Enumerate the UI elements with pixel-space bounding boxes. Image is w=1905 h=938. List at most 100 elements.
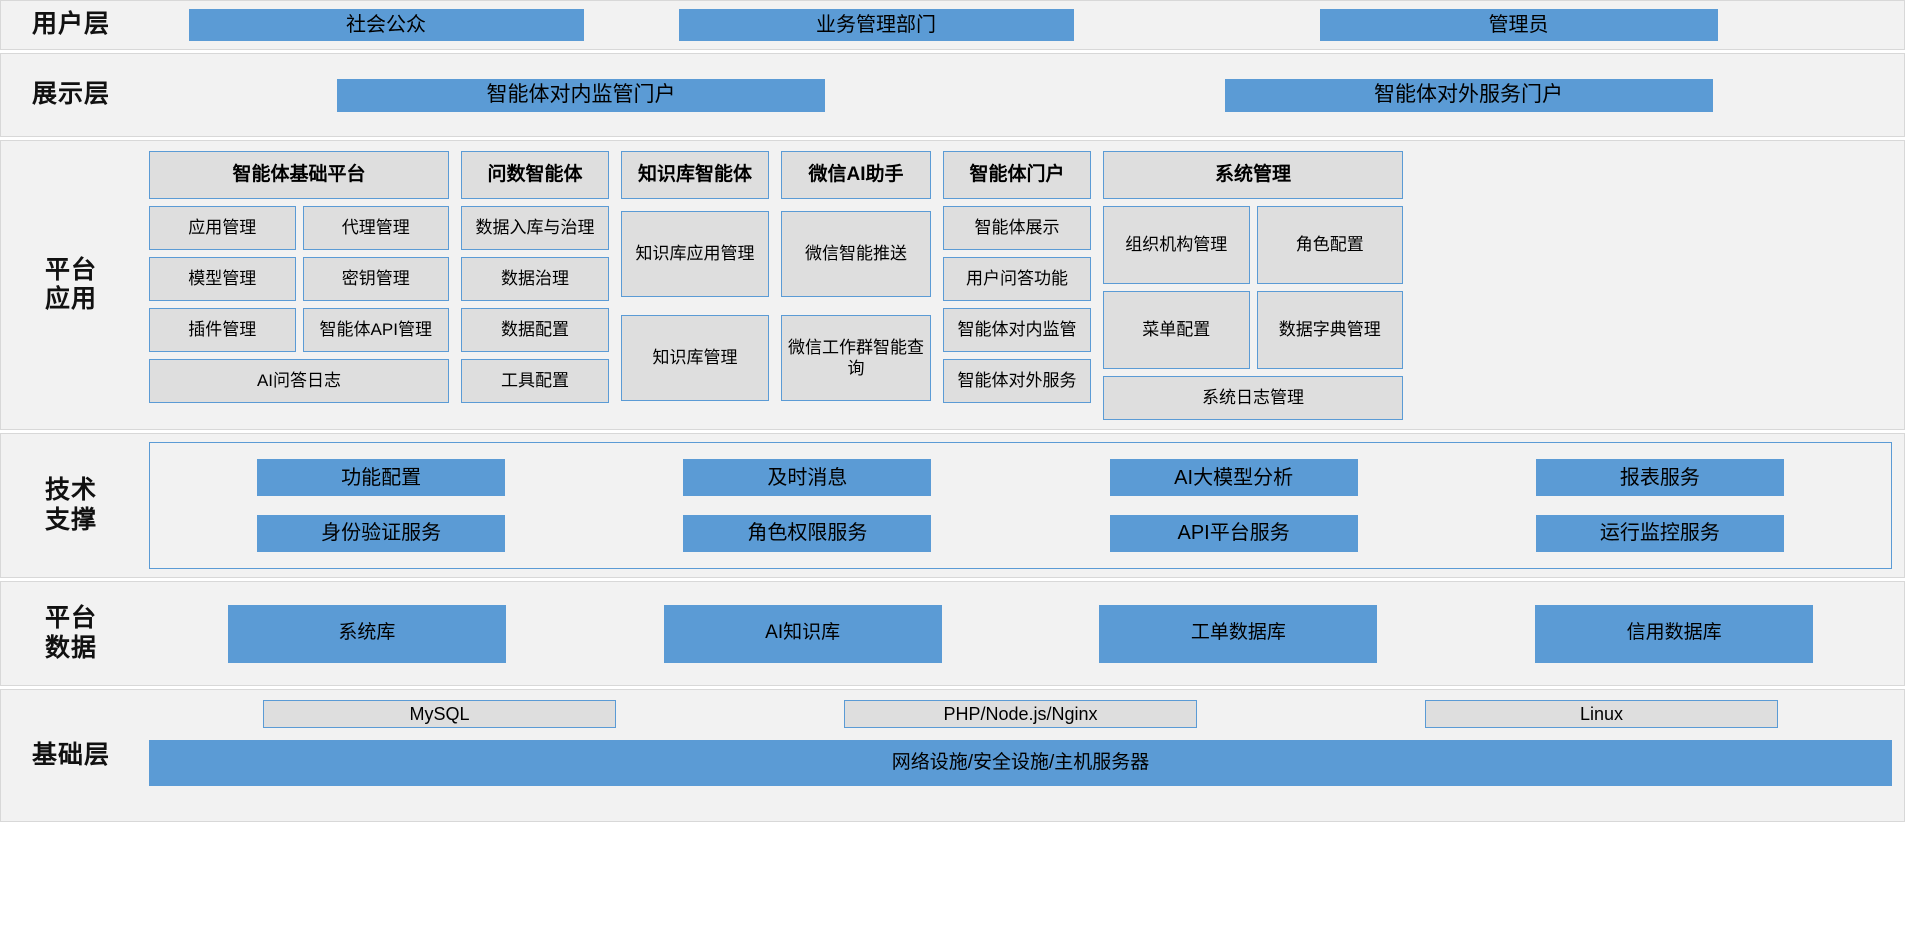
app-column-title-data-query-agent: 问数智能体 <box>461 151 609 199</box>
layer-user: 用户层 社会公众 业务管理部门 管理员 <box>0 0 1905 50</box>
data-cell: 工单数据库 <box>1021 604 1457 663</box>
app-item-model-management[interactable]: 模型管理 <box>149 257 296 301</box>
tech-cell: 报表服务 <box>1447 455 1873 501</box>
user-slot-3: 管理员 <box>1121 9 1904 41</box>
infra-cell: PHP/Node.js/Nginx <box>730 700 1311 728</box>
infrastructure-hardware-row: 网络设施/安全设施/主机服务器 <box>149 740 1892 786</box>
infra-item-php-node-nginx[interactable]: PHP/Node.js/Nginx <box>844 700 1197 728</box>
app-item-wechat-group-smart-query[interactable]: 微信工作群智能查询 <box>781 315 931 401</box>
layer-body-platform-data: 系统库 AI知识库 工单数据库 信用数据库 <box>141 582 1904 685</box>
user-box-public[interactable]: 社会公众 <box>188 9 584 41</box>
tech-item-ai-large-model-analysis[interactable]: AI大模型分析 <box>1109 459 1358 497</box>
infra-cell: Linux <box>1311 700 1892 728</box>
tech-cell: 功能配置 <box>168 455 594 501</box>
tech-item-authentication-service[interactable]: 身份验证服务 <box>257 514 506 552</box>
tech-item-runtime-monitoring-service[interactable]: 运行监控服务 <box>1535 514 1784 552</box>
data-cell: AI知识库 <box>585 604 1021 663</box>
user-box-business-dept[interactable]: 业务管理部门 <box>678 9 1074 41</box>
layer-label-platform-application: 平台 应用 <box>44 255 97 314</box>
data-item-credit-database[interactable]: 信用数据库 <box>1535 604 1814 663</box>
tech-support-row-1: 功能配置 及时消息 AI大模型分析 报表服务 <box>168 455 1873 501</box>
layer-body-infrastructure: MySQL PHP/Node.js/Nginx Linux 网络设施/安全设施/… <box>141 690 1904 821</box>
user-box-admin[interactable]: 管理员 <box>1319 9 1718 41</box>
user-slot-2: 业务管理部门 <box>631 9 1121 41</box>
app-item-kb-management[interactable]: 知识库管理 <box>621 315 769 401</box>
app-row: 插件管理 智能体API管理 <box>149 308 449 352</box>
app-item-agent-showcase[interactable]: 智能体展示 <box>943 206 1091 250</box>
tech-support-row-2: 身份验证服务 角色权限服务 API平台服务 运行监控服务 <box>168 511 1873 557</box>
app-item-user-qa-function[interactable]: 用户问答功能 <box>943 257 1091 301</box>
infra-cell: MySQL <box>149 700 730 728</box>
app-item-menu-configuration[interactable]: 菜单配置 <box>1103 291 1250 369</box>
layer-platform-application: 平台 应用 智能体基础平台 应用管理 代理管理 模型管理 密钥管理 插件管理 智… <box>0 140 1905 430</box>
presentation-box-external-portal[interactable]: 智能体对外服务门户 <box>1224 78 1713 112</box>
infra-item-network-security-host-servers[interactable]: 网络设施/安全设施/主机服务器 <box>149 740 1892 786</box>
layer-label-presentation: 展示层 <box>31 80 110 109</box>
user-slot-1: 社会公众 <box>141 9 631 41</box>
app-column-system-management: 系统管理 组织机构管理 角色配置 菜单配置 数据字典管理 系统日志管理 <box>1103 151 1403 420</box>
tech-item-api-platform-service[interactable]: API平台服务 <box>1109 514 1358 552</box>
app-column-knowledge-base-agent: 知识库智能体 知识库应用管理 知识库管理 <box>621 151 769 401</box>
layer-body-presentation: 智能体对内监管门户 智能体对外服务门户 <box>141 54 1904 136</box>
app-item-data-ingestion-governance[interactable]: 数据入库与治理 <box>461 206 609 250</box>
app-item-data-dictionary-management[interactable]: 数据字典管理 <box>1256 291 1403 369</box>
app-item-agent-management[interactable]: 代理管理 <box>302 206 449 250</box>
app-column-title-wechat-ai-assistant: 微信AI助手 <box>781 151 931 199</box>
app-item-agent-api-management[interactable]: 智能体API管理 <box>302 308 449 352</box>
app-column-wechat-ai-assistant: 微信AI助手 微信智能推送 微信工作群智能查询 <box>781 151 931 401</box>
layer-technical-support: 技术 支撑 功能配置 及时消息 AI大模型分析 报表服务 <box>0 433 1905 578</box>
tech-item-instant-message[interactable]: 及时消息 <box>683 459 932 497</box>
tech-cell: API平台服务 <box>1021 511 1447 557</box>
app-item-key-management[interactable]: 密钥管理 <box>302 257 449 301</box>
data-item-work-order-database[interactable]: 工单数据库 <box>1099 604 1378 663</box>
app-column-title-knowledge-base-agent: 知识库智能体 <box>621 151 769 199</box>
app-item-organization-management[interactable]: 组织机构管理 <box>1103 206 1250 284</box>
app-item-data-governance[interactable]: 数据治理 <box>461 257 609 301</box>
app-item-tool-configuration[interactable]: 工具配置 <box>461 359 609 403</box>
tech-cell: 角色权限服务 <box>594 511 1020 557</box>
app-item-application-management[interactable]: 应用管理 <box>149 206 296 250</box>
data-cell: 信用数据库 <box>1456 604 1892 663</box>
infrastructure-stack-row: MySQL PHP/Node.js/Nginx Linux <box>149 700 1892 728</box>
app-item-kb-application-management[interactable]: 知识库应用管理 <box>621 211 769 297</box>
app-row: 菜单配置 数据字典管理 <box>1103 291 1403 369</box>
app-item-ai-qa-log[interactable]: AI问答日志 <box>149 359 449 403</box>
app-item-agent-external-service[interactable]: 智能体对外服务 <box>943 359 1091 403</box>
data-item-ai-knowledge-base[interactable]: AI知识库 <box>663 604 942 663</box>
app-column-data-query-agent: 问数智能体 数据入库与治理 数据治理 数据配置 工具配置 <box>461 151 609 403</box>
tech-item-report-service[interactable]: 报表服务 <box>1535 459 1784 497</box>
app-item-role-configuration[interactable]: 角色配置 <box>1256 206 1403 284</box>
app-column-agent-base-platform: 智能体基础平台 应用管理 代理管理 模型管理 密钥管理 插件管理 智能体API管… <box>149 151 449 403</box>
data-item-system-database[interactable]: 系统库 <box>227 604 506 663</box>
app-item-data-configuration[interactable]: 数据配置 <box>461 308 609 352</box>
layer-label-user: 用户层 <box>31 10 110 39</box>
infra-item-linux[interactable]: Linux <box>1425 700 1778 728</box>
data-cell: 系统库 <box>149 604 585 663</box>
layer-body-user: 社会公众 业务管理部门 管理员 <box>141 1 1904 49</box>
layer-label-platform-data: 平台 数据 <box>44 604 97 662</box>
tech-item-function-configuration[interactable]: 功能配置 <box>257 459 506 497</box>
app-item-wechat-smart-push[interactable]: 微信智能推送 <box>781 211 931 297</box>
app-item-system-log-management[interactable]: 系统日志管理 <box>1103 376 1403 420</box>
layer-platform-data: 平台 数据 系统库 AI知识库 工单数据库 信用数据库 <box>0 581 1905 686</box>
layer-body-technical-support: 功能配置 及时消息 AI大模型分析 报表服务 身份验证服务 <box>141 434 1904 577</box>
app-item-plugin-management[interactable]: 插件管理 <box>149 308 296 352</box>
infra-item-mysql[interactable]: MySQL <box>263 700 616 728</box>
app-row: 组织机构管理 角色配置 <box>1103 206 1403 284</box>
presentation-box-internal-portal[interactable]: 智能体对内监管门户 <box>337 78 825 112</box>
tech-cell: 及时消息 <box>594 455 1020 501</box>
presentation-slot-1: 智能体对内监管门户 <box>141 78 1021 112</box>
tech-item-role-permission-service[interactable]: 角色权限服务 <box>683 514 932 552</box>
tech-cell: 运行监控服务 <box>1447 511 1873 557</box>
app-row: 应用管理 代理管理 <box>149 206 449 250</box>
tech-cell: AI大模型分析 <box>1021 455 1447 501</box>
layer-label-technical-support: 技术 支撑 <box>44 476 97 534</box>
layer-infrastructure: 基础层 MySQL PHP/Node.js/Nginx Linux 网络设施/安… <box>0 689 1905 822</box>
layer-body-platform-application: 智能体基础平台 应用管理 代理管理 模型管理 密钥管理 插件管理 智能体API管… <box>141 141 1904 429</box>
app-column-title-agent-base-platform: 智能体基础平台 <box>149 151 449 199</box>
layer-presentation: 展示层 智能体对内监管门户 智能体对外服务门户 <box>0 53 1905 137</box>
layer-label-infrastructure: 基础层 <box>31 740 110 769</box>
app-item-agent-internal-supervision[interactable]: 智能体对内监管 <box>943 308 1091 352</box>
presentation-slot-2: 智能体对外服务门户 <box>1021 78 1904 112</box>
